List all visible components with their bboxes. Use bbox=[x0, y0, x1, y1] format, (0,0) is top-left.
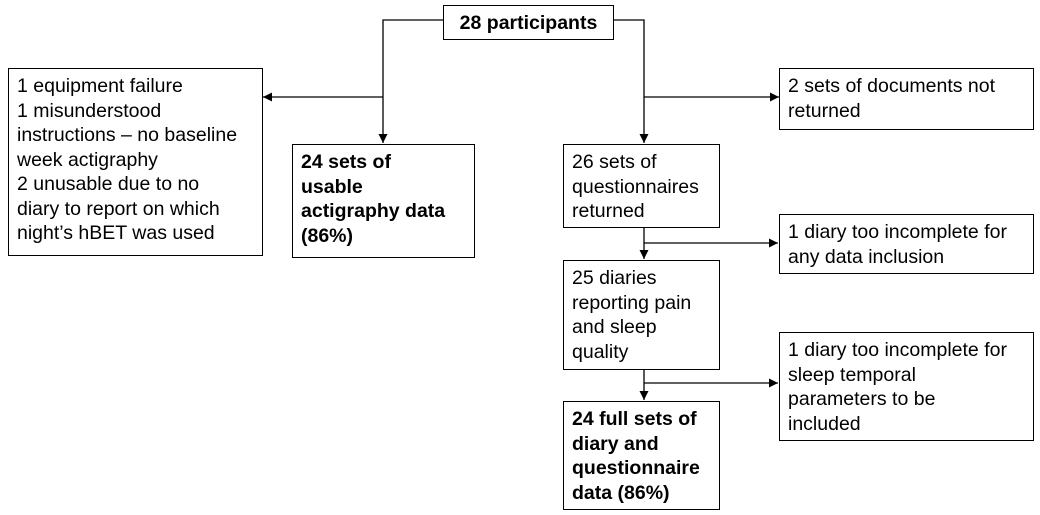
final-result-box: 24 full sets of diary and questionnaire … bbox=[563, 401, 720, 510]
left-exclusion-box: 1 equipment failure 1 misunderstood inst… bbox=[8, 68, 263, 256]
diary-exclusion-box-2: 1 diary too incomplete for sleep tempora… bbox=[779, 332, 1034, 441]
questionnaires-box: 26 sets of questionnaires returned bbox=[563, 144, 720, 228]
diary-exclusion-box-1: 1 diary too incomplete for any data incl… bbox=[779, 214, 1034, 274]
participants-box: 28 participants bbox=[443, 5, 614, 40]
diaries-box: 25 diaries reporting pain and sleep qual… bbox=[563, 260, 720, 370]
connector-top-to-actigraphy bbox=[378, 19, 443, 143]
right-exclusion-box: 2 sets of documents not returned bbox=[779, 68, 1034, 130]
actigraphy-result-box: 24 sets of usable actigraphy data (86%) bbox=[292, 144, 475, 258]
connector-top-to-questionnaires bbox=[614, 19, 649, 143]
